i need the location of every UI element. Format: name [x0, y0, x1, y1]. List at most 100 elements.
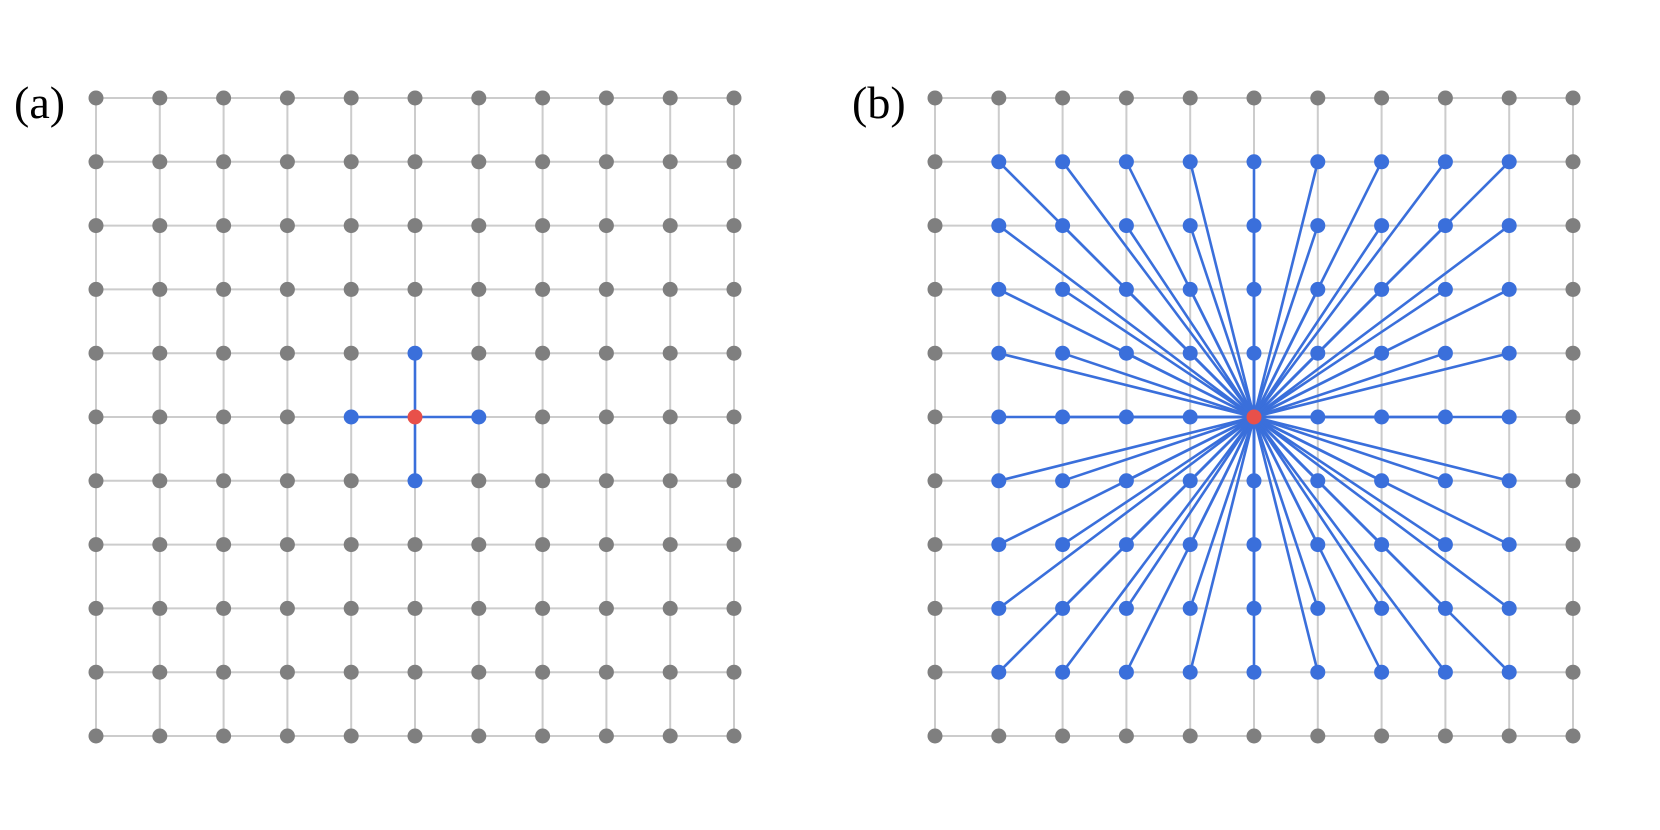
neighbor-node — [1310, 537, 1326, 553]
lattice-node — [598, 90, 614, 106]
edge — [998, 415, 1255, 483]
neighbor-node — [1374, 154, 1390, 170]
lattice-node — [1565, 600, 1581, 616]
neighbor-node — [1310, 600, 1326, 616]
panel-a-label: (a) — [14, 77, 65, 128]
edge — [1253, 352, 1383, 419]
neighbor-node — [1437, 281, 1453, 297]
neighbor-node — [1118, 154, 1134, 170]
neighbor-node — [1246, 600, 1262, 616]
lattice-node — [1565, 473, 1581, 489]
center-node — [407, 409, 423, 425]
lattice-node — [343, 728, 359, 744]
neighbor-node — [1118, 664, 1134, 680]
lattice-node — [598, 345, 614, 361]
panel-b-label: (b) — [852, 77, 906, 128]
neighbor-node — [991, 281, 1007, 297]
neighbor-node — [1374, 218, 1390, 234]
lattice-node — [927, 728, 943, 744]
lattice-node — [1246, 728, 1262, 744]
lattice-node — [216, 664, 232, 680]
neighbor-node — [1374, 537, 1390, 553]
lattice-node — [991, 90, 1007, 106]
lattice-node — [343, 218, 359, 234]
neighbor-node — [1055, 154, 1071, 170]
neighbor-node — [991, 409, 1007, 425]
neighbor-node — [1182, 154, 1198, 170]
lattice-node — [216, 154, 232, 170]
lattice-node — [535, 600, 551, 616]
lattice-node — [88, 664, 104, 680]
neighbor-node — [1118, 218, 1134, 234]
lattice-node — [279, 537, 295, 553]
lattice-node — [279, 600, 295, 616]
neighbor-node — [1118, 600, 1134, 616]
lattice-node — [726, 345, 742, 361]
edge — [1253, 352, 1319, 418]
neighbor-node — [991, 345, 1007, 361]
lattice-node — [1565, 728, 1581, 744]
lattice-node — [152, 728, 168, 744]
edge — [1188, 416, 1256, 673]
center-node — [1246, 409, 1262, 425]
lattice-node — [726, 728, 742, 744]
lattice-node — [726, 409, 742, 425]
lattice-node — [216, 473, 232, 489]
lattice-node — [726, 218, 742, 234]
lattice-node — [598, 154, 614, 170]
neighbor-node — [1055, 345, 1071, 361]
neighbor-node — [1437, 409, 1453, 425]
neighbor-node — [991, 154, 1007, 170]
neighbor-node — [991, 600, 1007, 616]
lattice-node — [152, 537, 168, 553]
lattice-node — [279, 90, 295, 106]
lattice-node — [343, 664, 359, 680]
lattice-node — [927, 90, 943, 106]
lattice-node — [535, 218, 551, 234]
neighbor-node — [471, 409, 487, 425]
lattice-node — [535, 154, 551, 170]
lattice-node — [1565, 218, 1581, 234]
lattice-node — [662, 409, 678, 425]
panel-b-edges — [997, 160, 1511, 674]
lattice-node — [152, 218, 168, 234]
lattice-node — [1565, 345, 1581, 361]
lattice-node — [535, 537, 551, 553]
lattice-node — [1565, 154, 1581, 170]
lattice-node — [598, 409, 614, 425]
edge — [1252, 161, 1320, 418]
lattice-node — [471, 218, 487, 234]
lattice-node — [927, 409, 943, 425]
lattice-node — [1055, 728, 1071, 744]
neighbor-node — [1437, 218, 1453, 234]
neighbor-node — [1501, 154, 1517, 170]
edge — [1253, 415, 1446, 483]
neighbor-node — [1118, 281, 1134, 297]
lattice-node — [598, 728, 614, 744]
lattice-node — [152, 664, 168, 680]
neighbor-node — [1501, 409, 1517, 425]
edge — [1061, 288, 1255, 419]
neighbor-node — [1374, 664, 1390, 680]
lattice-node — [1182, 728, 1198, 744]
lattice-node — [1310, 728, 1326, 744]
neighbor-node — [1055, 409, 1071, 425]
lattice-node — [88, 281, 104, 297]
lattice-node — [535, 664, 551, 680]
lattice-node — [216, 409, 232, 425]
lattice-node — [662, 345, 678, 361]
lattice-node — [598, 537, 614, 553]
lattice-node — [662, 537, 678, 553]
neighbor-node — [1246, 473, 1262, 489]
neighbor-node — [1182, 537, 1198, 553]
lattice-node — [1565, 664, 1581, 680]
neighbor-node — [1501, 537, 1517, 553]
edge — [1061, 161, 1256, 418]
lattice-node — [152, 154, 168, 170]
neighbor-node — [1182, 473, 1198, 489]
neighbor-node — [1501, 218, 1517, 234]
neighbor-node — [1246, 345, 1262, 361]
edge — [1253, 351, 1446, 419]
lattice-node — [88, 154, 104, 170]
